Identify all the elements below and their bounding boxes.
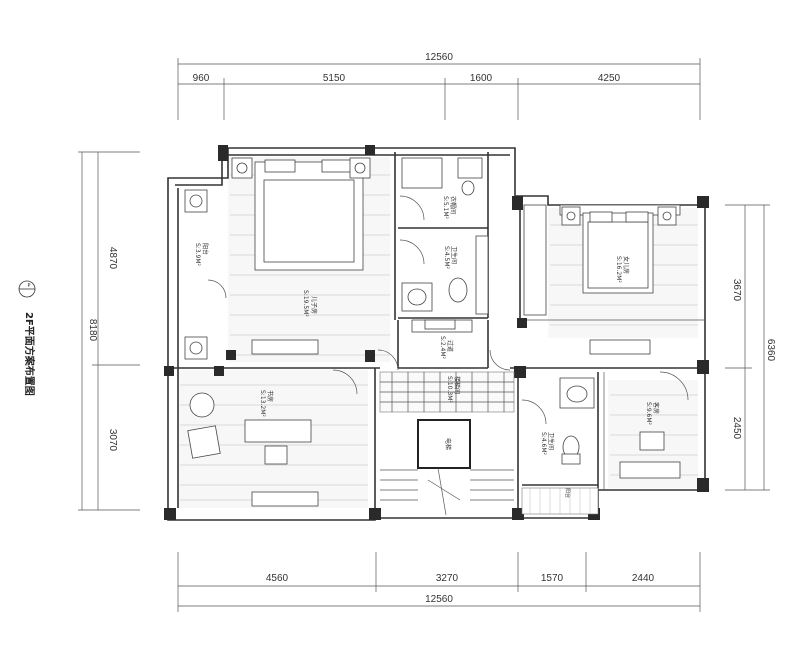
stair-hall-name: 楼梯间 bbox=[453, 376, 461, 394]
bath-south-area: S:4.6M² bbox=[540, 432, 547, 456]
master-bedroom-area: S:19.5M² bbox=[302, 290, 309, 317]
right-dim-1: 3670 bbox=[731, 279, 742, 302]
bath-north-area: S:4.5M² bbox=[443, 246, 450, 270]
right-total-dim: 6360 bbox=[765, 339, 776, 362]
bath-north-fixtures bbox=[399, 235, 489, 315]
study-furniture bbox=[187, 369, 358, 507]
bottom-dimensions: 4560 3270 1570 2440 12560 bbox=[177, 552, 701, 612]
master-tv-cabinet bbox=[251, 339, 319, 355]
plan-title: 2F平面方案布置图 bbox=[23, 312, 36, 396]
bath-north-name: 卫生间 bbox=[450, 246, 458, 264]
guest-room-name: 客房 bbox=[652, 402, 660, 414]
closet-fixtures bbox=[399, 157, 483, 221]
room-labels: 儿子房 S:19.5M² 衣帽间 S:5.1M² 卫生间 S:4.5M² 阳台 … bbox=[194, 196, 660, 498]
top-dimensions: 12560 960 5150 1600 4250 bbox=[177, 52, 701, 120]
top-dim-2: 5150 bbox=[323, 73, 346, 84]
master-bedroom-name: 儿子房 bbox=[310, 296, 318, 314]
master-bed bbox=[231, 157, 371, 271]
east-bedroom-area: S:16.2M² bbox=[615, 256, 622, 283]
left-dim-1: 4870 bbox=[107, 247, 118, 270]
closet-name: 衣帽间 bbox=[449, 196, 457, 214]
corridor-name: 过道 bbox=[446, 340, 454, 352]
corridor-fixtures bbox=[377, 319, 511, 371]
top-dim-3: 1600 bbox=[470, 73, 493, 84]
left-total-dim: 8180 bbox=[87, 319, 98, 342]
north-marker-label: P bbox=[27, 283, 30, 289]
small-balcony-name: 阳台 bbox=[564, 488, 571, 498]
closet-area: S:5.1M² bbox=[442, 196, 449, 220]
bottom-total-dim: 12560 bbox=[425, 594, 453, 605]
east-bed bbox=[523, 204, 681, 316]
bottom-dim-3: 1570 bbox=[541, 573, 564, 584]
bottom-dim-2: 3270 bbox=[436, 573, 459, 584]
top-total-dim: 12560 bbox=[425, 52, 453, 63]
staircase bbox=[379, 371, 515, 516]
west-balcony-fixtures bbox=[184, 189, 227, 360]
north-marker: P bbox=[18, 280, 36, 298]
study-area: S:13.2M² bbox=[259, 390, 266, 417]
bath-south-fixtures bbox=[521, 377, 599, 515]
west-balcony-name: 阳台 bbox=[201, 243, 209, 255]
bottom-dim-1: 4560 bbox=[266, 573, 289, 584]
bath-south-name: 卫生间 bbox=[547, 432, 555, 450]
east-tv-cabinet bbox=[589, 339, 651, 355]
study-name: 书房 bbox=[266, 390, 274, 402]
left-dim-2: 3070 bbox=[107, 429, 118, 452]
guest-room-area: S:9.6M² bbox=[645, 402, 652, 426]
right-dimensions: 3670 2450 6360 bbox=[725, 204, 776, 491]
right-dim-2: 2450 bbox=[731, 417, 742, 440]
west-balcony-area: S:3.9M² bbox=[194, 243, 201, 267]
left-dimensions: 4870 3070 8180 bbox=[78, 151, 140, 511]
stair-hall-area: S:10.3M² bbox=[446, 376, 453, 403]
top-dim-4: 4250 bbox=[598, 73, 621, 84]
guest-furniture bbox=[619, 371, 689, 479]
corridor-area: S:2.4M² bbox=[439, 336, 446, 360]
bottom-dim-4: 2440 bbox=[632, 573, 655, 584]
east-bedroom-name: 女儿房 bbox=[622, 256, 630, 274]
top-dim-1: 960 bbox=[193, 73, 210, 84]
structural-columns bbox=[164, 145, 709, 520]
elevator-name: 电梯 bbox=[444, 438, 452, 450]
